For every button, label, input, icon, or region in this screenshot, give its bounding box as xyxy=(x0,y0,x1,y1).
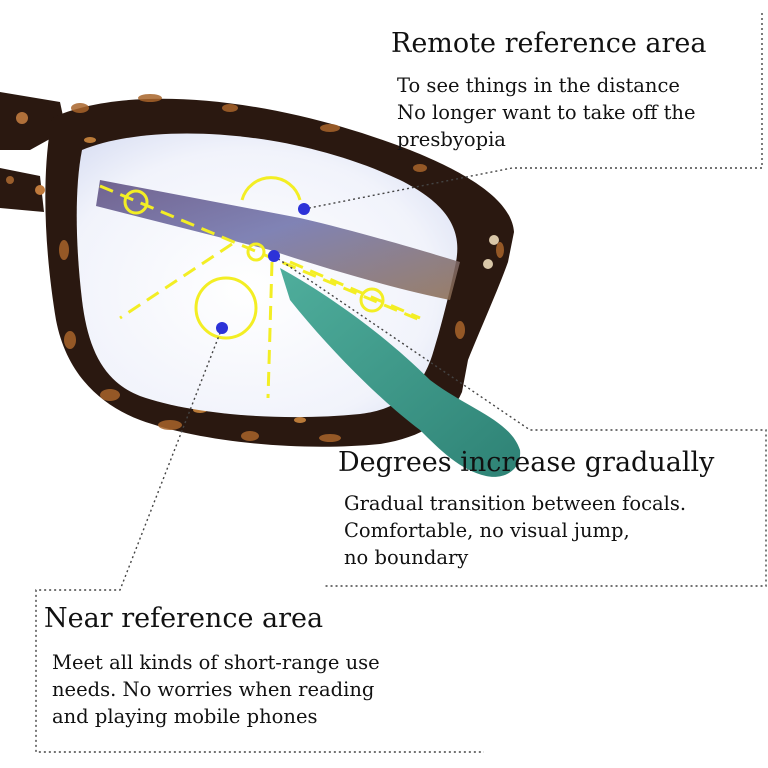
remote-reference-title: Remote reference area xyxy=(391,28,707,59)
near-reference-line: needs. No worries when reading xyxy=(52,678,375,701)
temple-arm xyxy=(96,180,460,300)
gradual-degree-line: Comfortable, no visual jump, xyxy=(344,519,630,542)
near-reference-line: Meet all kinds of short-range use xyxy=(52,651,380,674)
remote-reference-text: To see things in the distance No longer … xyxy=(397,72,706,153)
gradual-degree-line: Gradual transition between focals. xyxy=(344,492,687,515)
near-reference-callout: Near reference area Meet all kinds of sh… xyxy=(44,603,380,730)
focus-guides xyxy=(99,176,421,399)
hinge-pins xyxy=(483,235,499,269)
remote-reference-line: To see things in the distance xyxy=(397,74,680,97)
near-reference-text: Meet all kinds of short-range use needs.… xyxy=(52,649,380,730)
temple-tip xyxy=(280,268,521,477)
remote-reference-line: No longer want to take off the xyxy=(397,101,696,124)
near-point xyxy=(216,322,228,334)
gradual-degree-text: Gradual transition between focals. Comfo… xyxy=(344,490,714,571)
gradual-degree-callout: Degrees increase gradually Gradual trans… xyxy=(338,447,714,571)
remote-reference-line: presbyopia xyxy=(397,128,506,151)
leader-lines xyxy=(35,12,767,753)
near-reference-line: and playing mobile phones xyxy=(52,705,318,728)
tortoise-pattern xyxy=(59,94,504,442)
gradual-degree-line: no boundary xyxy=(344,546,469,569)
near-reference-title: Near reference area xyxy=(44,603,324,634)
left-frame-edge xyxy=(0,92,66,212)
gradual-degree-title: Degrees increase gradually xyxy=(338,447,715,478)
gradual-point xyxy=(268,250,280,262)
remote-point xyxy=(298,203,310,215)
reference-points xyxy=(216,203,310,334)
remote-reference-callout: Remote reference area To see things in t… xyxy=(391,28,706,153)
